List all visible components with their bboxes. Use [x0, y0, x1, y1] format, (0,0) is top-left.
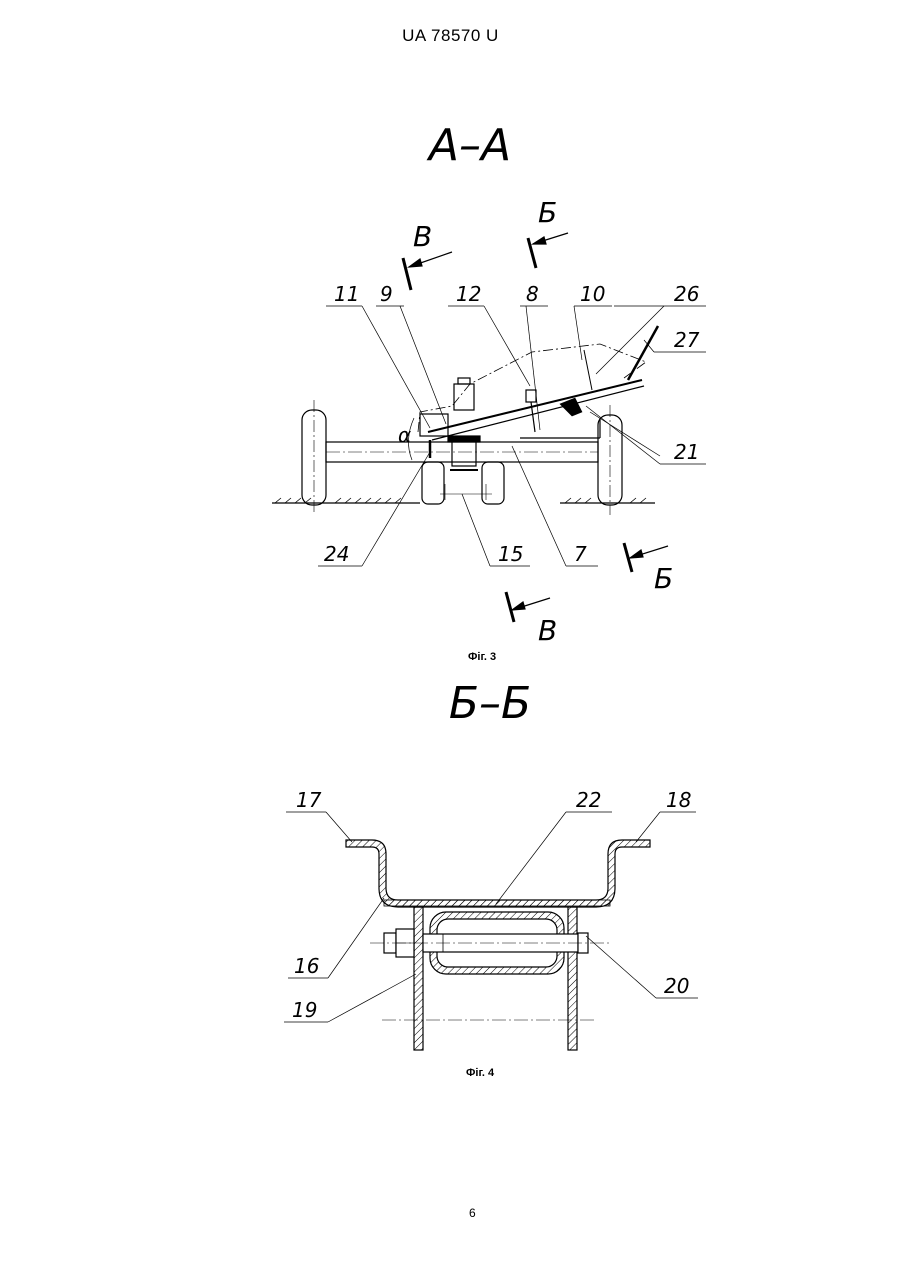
angle-alpha-label: α [398, 423, 411, 447]
view-arrow-b-top: Б [528, 196, 568, 268]
page-number: 6 [469, 1206, 476, 1220]
ref-label-7: 7 [574, 542, 587, 566]
view-arrow-b-bottom: Б [624, 543, 673, 595]
support-post [526, 390, 536, 402]
wheel-inner-left [422, 462, 444, 504]
figure-4: Б–Б 17 22 18 [284, 678, 698, 1050]
ref-label-27: 27 [674, 328, 700, 352]
figure-3: А–А В Б Б В [272, 120, 706, 647]
ref-label-10: 10 [580, 282, 605, 306]
section-title-bb: Б–Б [449, 678, 531, 729]
view-arrow-v-bottom: В [506, 592, 557, 647]
side-plate-left [414, 907, 423, 1050]
figure-3-caption: Фіг. 3 [468, 651, 496, 663]
ref-label-21: 21 [674, 440, 699, 464]
ref-label-20: 20 [664, 974, 689, 998]
view-arrow-v-top: В [403, 220, 452, 290]
arrow-label-v-bottom: В [538, 614, 557, 647]
ref-label-11: 11 [334, 282, 359, 306]
arrow-label-b-bottom: Б [654, 562, 673, 595]
wheel-inner-right [482, 462, 504, 504]
figure-3-leaders [318, 306, 706, 566]
ref-label-22: 22 [576, 788, 601, 812]
ref-label-15: 15 [498, 542, 523, 566]
ref-label-8: 8 [526, 282, 539, 306]
ref-label-12: 12 [456, 282, 481, 306]
ref-label-26: 26 [674, 282, 699, 306]
arrow-label-v-top: В [413, 220, 432, 253]
ref-label-9: 9 [380, 282, 393, 306]
ref-label-24: 24 [324, 542, 349, 566]
ref-label-16: 16 [294, 954, 319, 978]
ref-label-17: 17 [296, 788, 322, 812]
inclined-frame [428, 326, 658, 440]
hydraulic-cylinder [454, 384, 474, 410]
ref-label-19: 19 [292, 998, 317, 1022]
side-plate-right [568, 907, 577, 1050]
section-title-aa: А–А [426, 120, 511, 171]
hat-bracket [346, 840, 650, 907]
arrow-label-b-top: Б [538, 196, 557, 229]
ref-label-18: 18 [666, 788, 691, 812]
figure-4-caption: Фіг. 4 [466, 1067, 494, 1079]
